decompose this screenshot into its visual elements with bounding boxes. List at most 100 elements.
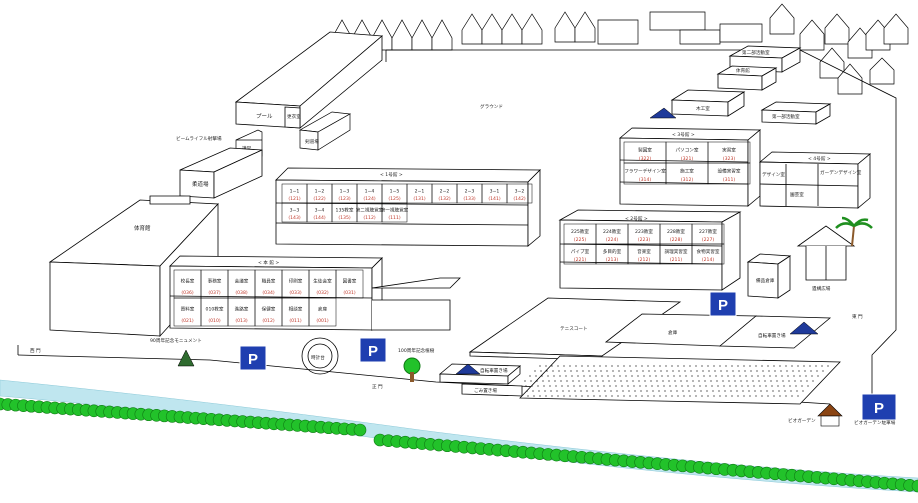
field-dot: [699, 385, 701, 387]
room-name: 3−1: [490, 189, 500, 195]
room-name: フラワーデザイン室: [624, 167, 666, 174]
room-number: (228): [670, 237, 683, 243]
field-dot: [802, 390, 804, 392]
garden-room-label: ガーデンデザイン室: [820, 169, 862, 176]
building2-rooms: 225教室(225)224教室(224)223教室(223)228教室(228)…: [563, 223, 725, 265]
field-dot: [760, 390, 762, 392]
field-dot: [812, 380, 814, 382]
room-name: 施工室: [680, 167, 694, 174]
building-3: [618, 127, 762, 207]
room-number: (143): [288, 215, 301, 221]
field-dot: [706, 390, 708, 392]
room-number: (221): [574, 257, 587, 263]
field-dot: [544, 390, 546, 392]
field-dot: [611, 395, 613, 397]
room-name: 設備実習室: [718, 167, 741, 174]
field-dot: [771, 385, 773, 387]
second-gym-label: 倉庫: [668, 329, 678, 336]
field-dot: [667, 375, 669, 377]
field-dot: [537, 385, 539, 387]
field-dot: [777, 385, 779, 387]
field-dot: [654, 370, 656, 372]
memorial-label: 90周年記念モニュメント: [150, 337, 202, 344]
field-dot: [534, 370, 536, 372]
field-dot: [701, 365, 703, 367]
field-dot: [726, 370, 728, 372]
field-dot: [770, 380, 772, 382]
room[interactable]: [308, 297, 337, 327]
beam-rifle-label: ビームライフル射撃場: [176, 135, 222, 142]
west-gate-label: 西 門: [30, 348, 41, 354]
field-dot: [719, 395, 721, 397]
room[interactable]: [381, 202, 408, 223]
room-number: (124): [363, 196, 376, 202]
field-dot: [563, 395, 565, 397]
field-dot: [738, 370, 740, 372]
field-dot: [535, 375, 537, 377]
field-dot: [579, 385, 581, 387]
field-dot: [780, 370, 782, 372]
room[interactable]: [691, 243, 725, 265]
room-name: 1−1: [290, 189, 300, 195]
field-dot: [795, 385, 797, 387]
room-name: 生徒会室: [313, 278, 332, 285]
room-name: 3−4: [315, 208, 325, 214]
main-gate-label: 正 門: [372, 384, 383, 390]
room-number: (021): [181, 318, 194, 324]
svg-text:P: P: [368, 343, 378, 360]
room-name: 実習室: [722, 146, 736, 153]
field-dot: [768, 370, 770, 372]
field-dot: [803, 365, 805, 367]
field-dot: [551, 395, 553, 397]
field-dot: [620, 380, 622, 382]
room-name: 135教室: [336, 207, 354, 214]
field-dot: [648, 370, 650, 372]
field-dot: [569, 365, 571, 367]
field-dot: [702, 370, 704, 372]
field-dot: [531, 385, 533, 387]
room-number: (031): [343, 290, 356, 296]
field-dot: [651, 385, 653, 387]
building4-label: < 4号館 >: [808, 155, 831, 162]
parking-sign-icon: P: [709, 291, 737, 317]
field-dot: [614, 380, 616, 382]
room-name: 食物実習室: [697, 248, 720, 255]
field-dot: [753, 385, 755, 387]
field-dot: [785, 395, 787, 397]
room-number: (132): [438, 196, 451, 202]
field-dot: [703, 375, 705, 377]
field-dot: [683, 365, 685, 367]
room[interactable]: [506, 183, 533, 204]
room[interactable]: [335, 269, 364, 299]
field-dot: [779, 365, 781, 367]
field-dot: [674, 380, 676, 382]
field-dot: [711, 385, 713, 387]
field-dot: [801, 385, 803, 387]
bike-shelter3-label: 自転車置き場: [758, 332, 786, 339]
svg-text:P: P: [248, 351, 258, 368]
field-dot: [746, 380, 748, 382]
field-dot: [722, 380, 724, 382]
field-dot: [589, 375, 591, 377]
field-dot: [665, 365, 667, 367]
room-number: (214): [702, 257, 715, 263]
room-number: (212): [638, 257, 651, 263]
field-dot: [725, 395, 727, 397]
field-dot: [729, 385, 731, 387]
room[interactable]: [707, 162, 751, 185]
field-dot: [772, 390, 774, 392]
field-dot: [688, 390, 690, 392]
field-dot: [769, 375, 771, 377]
field-dot: [591, 385, 593, 387]
field-dot: [737, 395, 739, 397]
field-dot: [672, 370, 674, 372]
parking-sign-icon: P: [239, 345, 267, 371]
field-dot: [580, 390, 582, 392]
field-dot: [669, 385, 671, 387]
room-name: パソコン室: [676, 146, 699, 153]
field-dot: [632, 380, 634, 382]
room-name: 2−2: [440, 189, 450, 195]
field-dot: [540, 370, 542, 372]
room-name: 2−1: [415, 189, 425, 195]
field-dot: [590, 380, 592, 382]
